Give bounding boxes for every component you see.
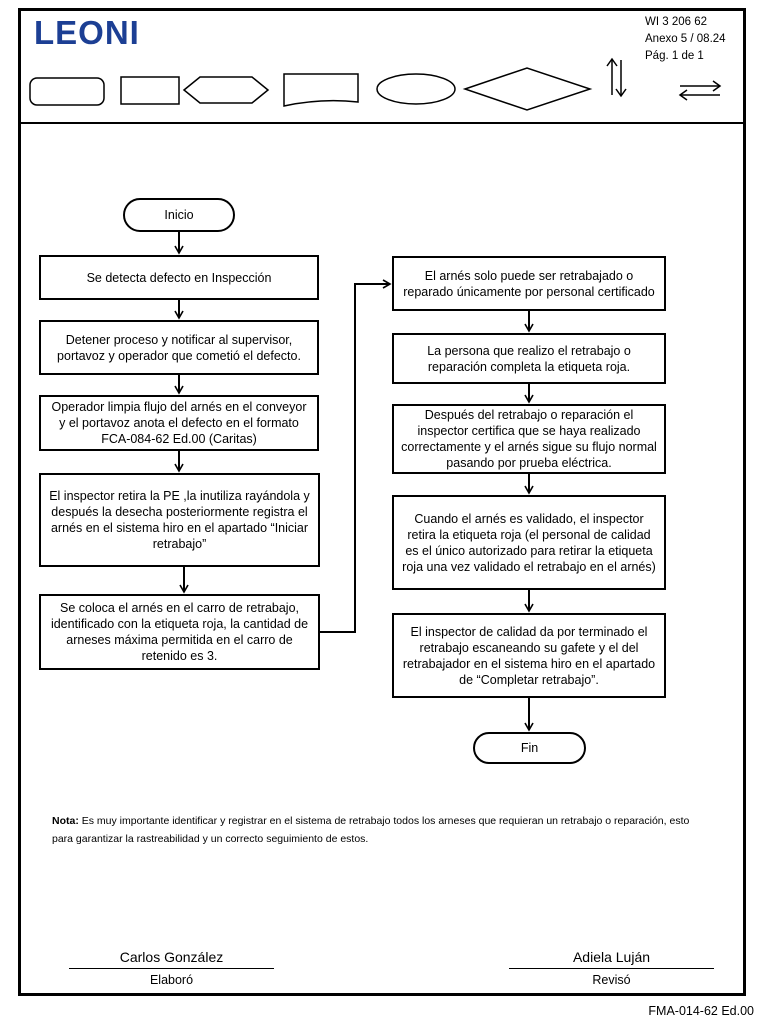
page-frame	[18, 8, 746, 996]
decision-symbol	[462, 67, 593, 111]
start-terminator: Inicio	[123, 198, 235, 232]
note-paragraph: Nota: Es muy importante identificar y re…	[52, 812, 712, 848]
preparation-symbol	[182, 76, 270, 104]
header-divider	[18, 122, 746, 124]
author-name: Carlos González	[119, 949, 224, 965]
reviewer-role: Revisó	[592, 973, 631, 987]
author-role: Elaboró	[149, 973, 194, 987]
author-signature-line	[69, 968, 274, 969]
step-complete-red-tag: La persona que realizo el retrabajo o re…	[392, 333, 666, 384]
note-label: Nota:	[52, 815, 79, 827]
step-detect-defect: Se detecta defecto en Inspección	[39, 255, 319, 300]
end-terminator: Fin	[473, 732, 586, 764]
reviewer-signature-line	[509, 968, 714, 969]
step-inspector-certifies: Después del retrabajo o reparación el in…	[392, 404, 666, 474]
doc-id: WI 3 206 62	[645, 16, 708, 28]
process-symbol	[120, 76, 180, 105]
vertical-flow-arrows-icon	[606, 57, 627, 98]
reviewer-name: Adiela Luján	[572, 949, 651, 965]
connector-symbol	[376, 73, 456, 105]
step-remove-pe: El inspector retira la PE ,la inutiliza …	[39, 473, 320, 567]
step-clean-flow: Operador limpia flujo del arnés en el co…	[39, 395, 319, 451]
terminator-symbol	[29, 77, 105, 106]
symbol-legend	[29, 57, 722, 111]
leoni-logo: LEONI	[34, 14, 140, 51]
document-symbol	[283, 73, 359, 107]
horizontal-flow-arrows-icon	[678, 80, 722, 101]
page-number: Pág. 1 de 1	[645, 50, 704, 62]
annex-label: Anexo 5 / 08.24	[645, 33, 726, 45]
step-remove-red-tag: Cuando el arnés es validado, el inspecto…	[392, 495, 666, 590]
step-rework-cart: Se coloca el arnés en el carro de retrab…	[39, 594, 320, 670]
step-complete-rework: El inspector de calidad da por terminado…	[392, 613, 666, 698]
step-stop-process: Detener proceso y notificar al superviso…	[39, 320, 319, 375]
step-certified-personnel: El arnés solo puede ser retrabajado o re…	[392, 256, 666, 311]
note-text: Es muy importante identificar y registra…	[52, 815, 690, 845]
form-code: FMA-014-62 Ed.00	[648, 1004, 754, 1018]
